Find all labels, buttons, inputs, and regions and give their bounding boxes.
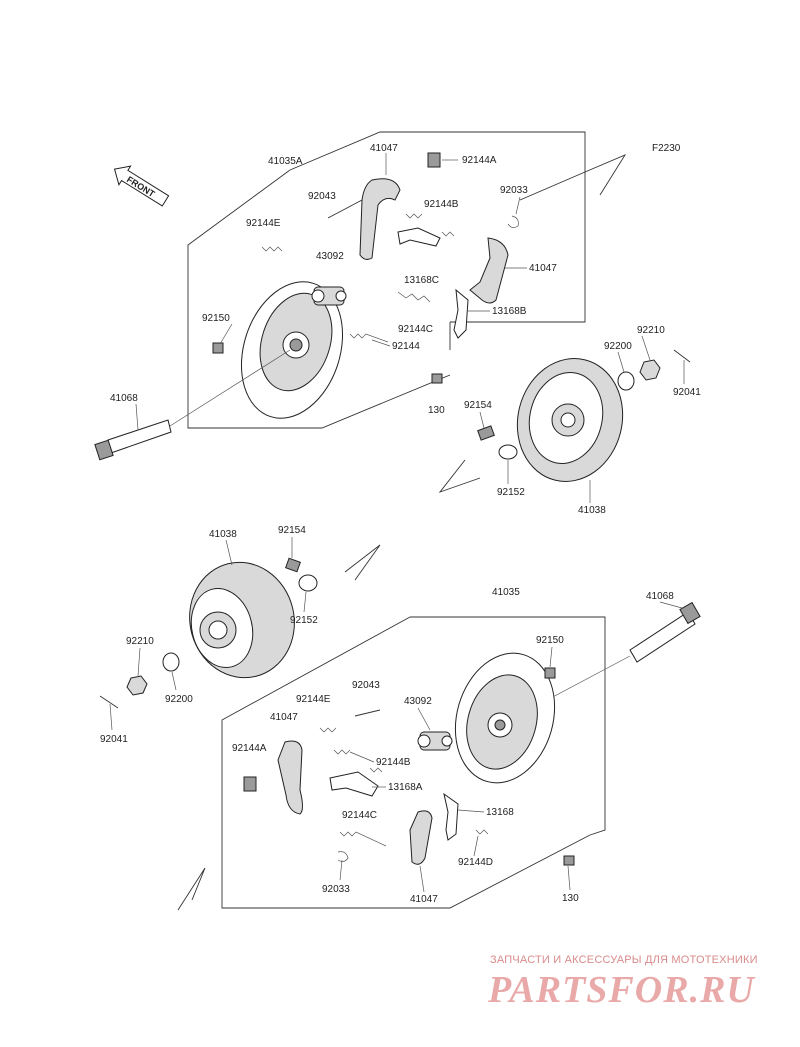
lever-13168 [443,792,459,841]
clip-92033-upper [507,215,519,228]
brake-shoe-lower-b [409,810,433,865]
part-label: 92200 [165,694,193,705]
spring-92144-extra [441,231,455,237]
part-label: 92154 [464,400,492,411]
cotter-92041-lower [99,695,119,709]
part-label: 41035A [268,156,303,167]
part-label: 130 [562,893,579,904]
clip-lower [243,776,257,792]
part-label: 92144C [398,324,433,335]
part-label: 92152 [497,487,525,498]
part-label: 92210 [637,325,665,336]
part-label: 13168B [492,306,527,317]
part-label: 92144A [232,743,267,754]
backing-plate-upper [240,281,344,419]
lever-13168A [329,771,379,797]
clip-92033-lower [337,851,349,862]
bolt-92150-lower [544,667,556,679]
part-label: 92150 [202,313,230,324]
figure-code: F2230 [652,143,681,154]
upper-assembly [94,131,691,493]
part-label: 92144E [296,694,331,705]
part-label: 92154 [278,525,306,536]
part-label: 41068 [110,393,138,404]
spring-92144C-upper [397,291,431,303]
part-label: 41047 [529,263,557,274]
part-label: 41035 [492,587,520,598]
bolt-92154-lower [285,557,301,573]
part-label: 13168A [388,782,423,793]
part-label: 41068 [646,591,674,602]
lever-13168C [397,227,441,247]
seal-92152-upper [498,444,518,460]
part-label: 92150 [536,635,564,646]
spring-extra-lower [369,767,383,773]
watermark-logo: PARTSFOR.RU [488,969,755,1011]
part-label: 92144A [462,155,497,166]
backing-plate-lower [454,652,556,784]
brake-drum-upper [516,358,624,482]
part-label: 92033 [500,185,528,196]
part-label: 92144D [458,857,493,868]
part-label: 92144B [424,199,459,210]
part-label: 92043 [352,680,380,691]
spring-92144C-lower [339,831,387,847]
spring-92144E-lower [319,727,337,733]
part-label: 13168C [404,275,439,286]
part-label: 92043 [308,191,336,202]
wheel-cylinder-lower [417,731,453,751]
part-label: 92144 [392,341,420,352]
part-label: 92041 [100,734,128,745]
nut-92210-upper [639,359,661,381]
part-label: 130 [428,405,445,416]
part-label: 92152 [290,615,318,626]
part-label: 41047 [370,143,398,154]
brake-shoe-lower-a [277,740,303,815]
part-labels: 41035A 41047 92144A 92043 92144B 92033 9… [100,143,701,905]
pin-upper [327,199,363,219]
cotter-92041-upper [673,349,691,363]
part-label: 41047 [270,712,298,723]
part-label: 92144B [376,757,411,768]
leader-lines [109,153,685,893]
bolt-130-upper [431,373,443,384]
part-label: 41047 [410,894,438,905]
spring-92144E-upper [261,246,283,252]
part-label: 92144E [246,218,281,229]
part-label: 41038 [578,505,606,516]
pin-lower [354,709,381,717]
part-label: 13168 [486,807,514,818]
axle-bolt-lower [499,601,701,726]
axle-bolt-upper [94,349,291,461]
part-label: 92200 [604,341,632,352]
lever-13168B [453,288,469,339]
part-label: 92210 [126,636,154,647]
bolt-130-lower [563,855,575,866]
spring-92144B-upper [405,213,423,219]
watermark-tagline: ЗАПЧАСТИ И АКСЕССУАРЫ ДЛЯ МОТОТЕХНИКИ [490,954,758,966]
part-label: 92033 [322,884,350,895]
clip-upper [427,152,441,168]
washer-92200-upper [617,371,635,391]
part-label: 92144C [342,810,377,821]
part-label: 43092 [316,251,344,262]
seal-92152-lower [298,574,318,592]
spring-92144-upper [349,333,389,343]
brake-shoe-upper-a [359,178,401,260]
front-arrow-icon: FRONT [113,165,170,207]
spring-92144B-lower [333,749,351,755]
washer-92200-lower [162,652,180,672]
part-label: 92041 [673,387,701,398]
part-label: 43092 [404,696,432,707]
lower-assembly [99,544,701,911]
nut-92210-lower [126,675,148,696]
brake-shoe-upper-b [469,237,509,304]
bolt-92154-upper [477,425,495,441]
wheel-cylinder-upper [311,286,347,306]
spring-92144D-lower [475,829,489,835]
bolt-92150-upper [212,342,224,354]
brake-drum-lower [189,561,295,679]
part-label: 41038 [209,529,237,540]
